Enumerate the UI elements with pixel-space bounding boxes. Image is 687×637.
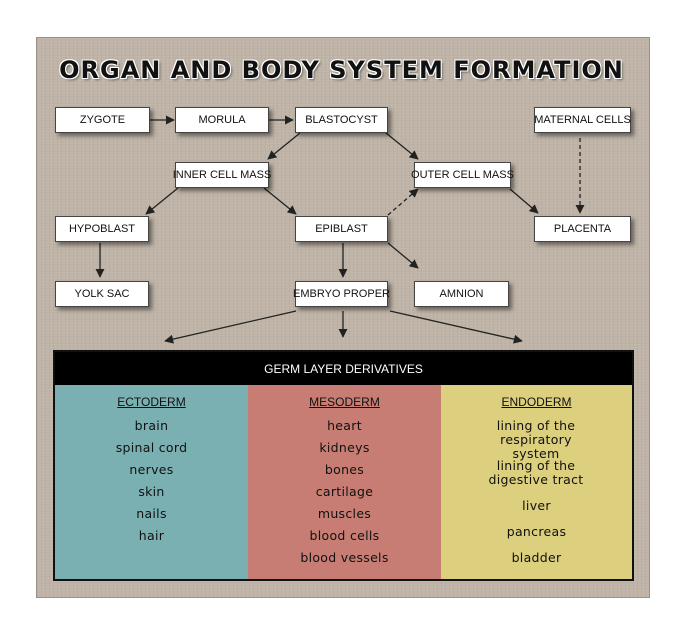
node-maternal-cells: MATERNAL CELLS — [534, 107, 631, 133]
mesoderm-item: bones — [324, 462, 365, 477]
ectoderm-item: nerves — [129, 462, 174, 477]
node-epiblast: EPIBLAST — [295, 216, 388, 242]
arrow-outer-placenta — [509, 188, 539, 214]
endoderm-item: lining of the respiratory system — [496, 418, 576, 461]
node-embryo-proper: EMBRYO PROPER — [293, 281, 390, 307]
endoderm-item: bladder — [511, 550, 562, 565]
arrow-epiblast-amnion — [387, 242, 419, 269]
node-amnion: AMNION — [414, 281, 509, 307]
ectoderm-item: brain — [134, 418, 169, 433]
node-placenta: PLACENTA — [534, 216, 631, 242]
endoderm-item: pancreas — [506, 524, 567, 539]
ectoderm-item: skin — [138, 484, 165, 499]
endoderm-title: ENDODERM — [501, 395, 572, 409]
endoderm-item: liver — [522, 498, 551, 513]
node-outer-cell-mass: OUTER CELL MASS — [411, 162, 514, 188]
mesoderm-title: MESODERM — [309, 395, 380, 409]
node-inner-cell-mass: INNER CELL MASS — [173, 162, 271, 188]
mesoderm-column: MESODERM heart kidneys bones cartilage m… — [248, 385, 441, 579]
mesoderm-item: heart — [327, 418, 362, 433]
mesoderm-item: cartilage — [315, 484, 374, 499]
node-morula: MORULA — [175, 107, 269, 133]
node-blastocyst: BLASTOCYST — [295, 107, 388, 133]
arrow-inner-hypoblast — [145, 187, 179, 215]
endoderm-item: lining of the digestive tract — [488, 458, 584, 487]
node-yolk-sac: YOLK SAC — [55, 281, 149, 307]
arrow-epiblast-outer — [387, 188, 419, 216]
ectoderm-item: hair — [138, 528, 165, 543]
diagram-title: ORGAN AND BODY SYSTEM FORMATION — [59, 56, 624, 84]
ectoderm-column: ECTODERM brain spinal cord nerves skin n… — [55, 385, 248, 579]
mesoderm-item: blood cells — [309, 528, 380, 543]
ectoderm-item: spinal cord — [115, 440, 188, 455]
mesoderm-item: blood vessels — [300, 550, 389, 565]
ectoderm-title: ECTODERM — [117, 395, 186, 409]
arrow-blastocyst-inner — [267, 132, 301, 160]
mesoderm-item: muscles — [317, 506, 372, 521]
mesoderm-item: kidneys — [319, 440, 370, 455]
node-zygote: ZYGOTE — [55, 107, 150, 133]
arrow-embryo-ectoderm — [164, 310, 297, 344]
ectoderm-item: nails — [136, 506, 167, 521]
arrow-embryo-endoderm — [389, 310, 523, 344]
arrow-inner-epiblast — [263, 187, 297, 215]
germ-layer-heading: GERM LAYER DERIVATIVES — [55, 352, 632, 385]
endoderm-column: ENDODERM lining of the respiratory syste… — [441, 385, 632, 579]
germ-layer-table: GERM LAYER DERIVATIVES ECTODERM brain sp… — [53, 350, 634, 581]
node-hypoblast: HYPOBLAST — [55, 216, 149, 242]
arrow-blastocyst-outer — [385, 132, 419, 160]
